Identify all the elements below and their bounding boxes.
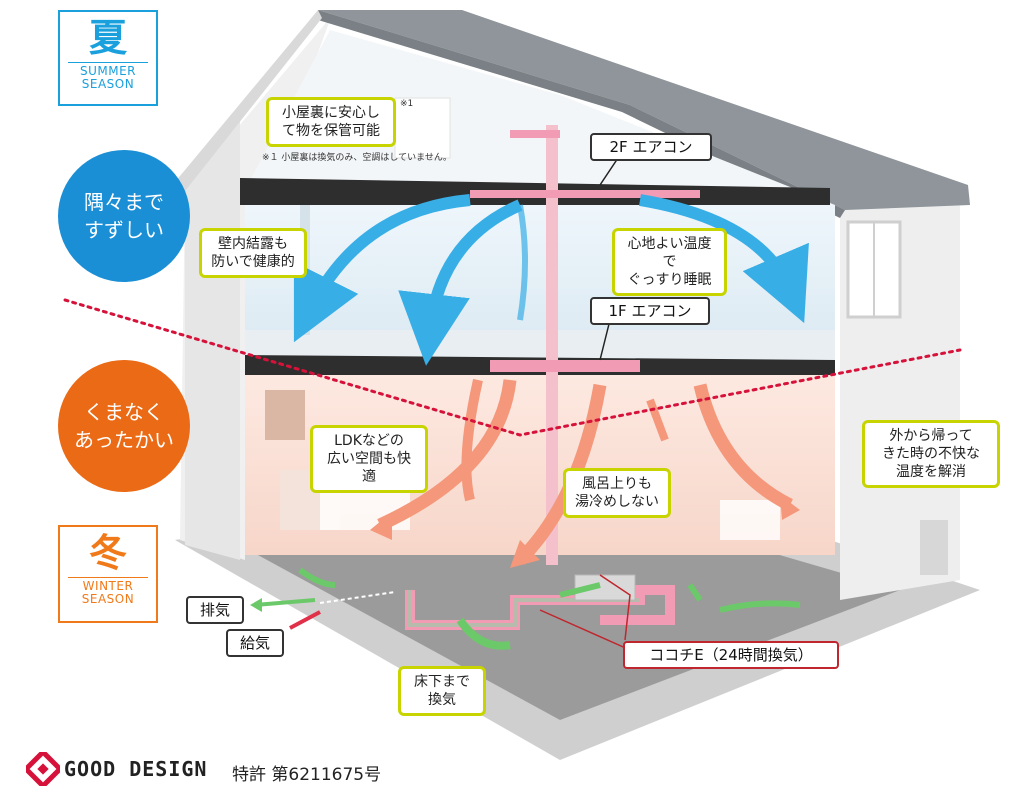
label-sleep: 心地よい温度で ぐっすり睡眠: [612, 228, 727, 296]
patent-number: 特許 第6211675号: [232, 760, 381, 785]
label-ldk: LDKなどの 広い空間も快適: [310, 425, 428, 493]
label-outside: 外から帰って きた時の不快な 温度を解消: [862, 420, 1000, 488]
duct-1f: [490, 360, 640, 372]
summer-circle: 隅々まで すずしい: [58, 150, 190, 282]
tag-2f-aircon: 2F エアコン: [590, 133, 712, 161]
winter-kanji: 冬: [60, 531, 156, 575]
winter-circle: くまなく あったかい: [58, 360, 190, 492]
tag-exhaust: 排気: [186, 596, 244, 624]
label-bath: 風呂上りも 湯冷めしない: [563, 468, 671, 518]
winter-season-box: 冬 WINTER SEASON: [58, 525, 158, 623]
attic-note: ※１ 小屋裏は換気のみ、空調はしていません。: [262, 150, 452, 163]
good-design-mark-icon: [26, 752, 60, 786]
label-attic: 小屋裏に安心し て物を保管可能: [266, 97, 396, 147]
winter-english: WINTER SEASON: [60, 580, 156, 606]
tag-supply: 給気: [226, 629, 284, 657]
good-design-logo: [26, 752, 60, 786]
tag-kokochi-e: ココチE（24時間換気）: [623, 641, 839, 669]
summer-kanji: 夏: [60, 16, 156, 60]
tag-1f-aircon: 1F エアコン: [590, 297, 710, 325]
duct-2f: [470, 190, 700, 198]
label-wall: 壁内結露も 防いで健康的: [199, 228, 307, 278]
summer-english: SUMMER SEASON: [60, 65, 156, 91]
label-underfloor: 床下まで 換気: [398, 666, 486, 716]
summer-season-box: 夏 SUMMER SEASON: [58, 10, 158, 106]
attic-mark: ※1: [400, 99, 413, 109]
good-design-text: GOOD DESIGN: [64, 757, 207, 781]
